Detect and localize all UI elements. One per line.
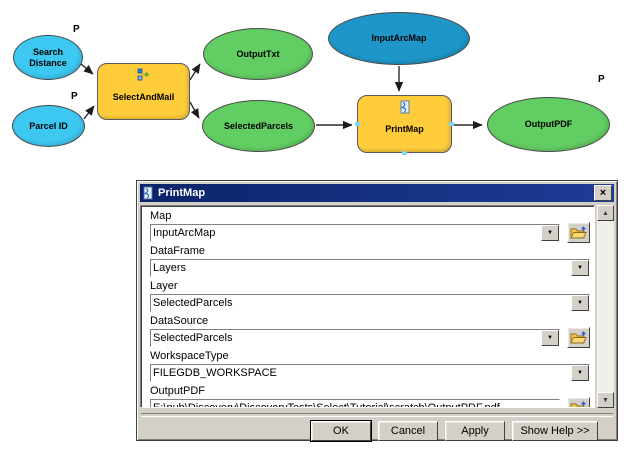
field-label: Layer <box>150 280 178 292</box>
node-label: OutputPDF <box>524 119 573 130</box>
datasource-combo-input[interactable] <box>151 329 541 346</box>
cancel-button[interactable]: Cancel <box>378 421 438 441</box>
field-label: DataFrame <box>150 245 206 257</box>
field-map: Map ▼ <box>150 210 590 243</box>
datasource-combobox[interactable]: ▼ <box>150 328 560 347</box>
node-label: OutputTxt <box>236 48 280 59</box>
field-label: Map <box>150 210 172 222</box>
connection-handle <box>402 151 407 155</box>
node-output-pdf[interactable]: OutputPDF <box>487 97 610 152</box>
dataframe-combobox[interactable]: ▼ <box>150 258 590 277</box>
workspacetype-combo-input[interactable] <box>151 364 571 381</box>
node-label: SelectedParcels <box>223 120 294 131</box>
node-label: Search Distance <box>29 47 67 68</box>
field-label: DataSource <box>150 315 209 327</box>
scroll-up-icon[interactable]: ▲ <box>597 205 614 221</box>
parameter-marker: P <box>598 74 605 85</box>
field-dataframe: DataFrame ▼ <box>150 245 590 277</box>
node-parcel-id[interactable]: Parcel ID <box>12 105 85 147</box>
node-label: PrintMap <box>385 124 424 135</box>
parameter-marker: P <box>71 91 78 102</box>
parameter-marker: P <box>73 24 80 35</box>
browse-folder-button[interactable] <box>567 397 590 407</box>
node-label: SelectAndMail <box>112 91 175 102</box>
map-combobox[interactable]: ▼ <box>150 223 560 242</box>
show-help-button[interactable]: Show Help >> <box>512 421 598 441</box>
browse-folder-button[interactable] <box>567 327 590 348</box>
divider <box>141 413 613 417</box>
browse-folder-button[interactable] <box>567 222 590 243</box>
folder-plus-icon <box>570 401 587 407</box>
node-search-distance[interactable]: Search Distance <box>13 35 83 80</box>
ok-button[interactable]: OK <box>311 421 371 441</box>
printmap-dialog: PrintMap × Map ▼ <box>136 180 618 441</box>
scroll-down-icon[interactable]: ▼ <box>597 392 614 408</box>
connection-handle <box>449 122 454 126</box>
layer-combo-input[interactable] <box>151 294 571 311</box>
connection-handle <box>355 122 360 126</box>
dialog-title: PrintMap <box>158 187 206 199</box>
scrollbar-track[interactable] <box>597 221 614 392</box>
field-datasource: DataSource ▼ <box>150 315 590 348</box>
node-print-map[interactable]: PrintMap <box>355 95 454 155</box>
field-label: OutputPDF <box>150 385 206 397</box>
node-select-and-mail[interactable]: SelectAndMail <box>97 63 190 120</box>
model-diagram: Search Distance Parcel ID SelectAndMail … <box>0 0 628 178</box>
vertical-scrollbar[interactable]: ▲ ▼ <box>597 205 614 408</box>
node-output-txt[interactable]: OutputTxt <box>203 28 313 80</box>
dialog-titlebar[interactable]: PrintMap × <box>140 184 614 202</box>
chevron-down-icon[interactable]: ▼ <box>571 364 589 381</box>
apply-button[interactable]: Apply <box>445 421 505 441</box>
workspacetype-combobox[interactable]: ▼ <box>150 363 590 382</box>
chevron-down-icon[interactable]: ▼ <box>541 329 559 346</box>
script-icon <box>142 186 154 200</box>
folder-plus-icon <box>570 226 587 238</box>
folder-plus-icon <box>570 331 587 343</box>
field-outputpdf: OutputPDF <box>150 385 590 407</box>
node-selected-parcels[interactable]: SelectedParcels <box>202 100 315 152</box>
dialog-buttons: OK Cancel Apply Show Help >> <box>140 421 614 441</box>
outputpdf-textbox[interactable] <box>150 398 560 407</box>
node-label: Parcel ID <box>29 120 68 131</box>
close-icon[interactable]: × <box>594 185 612 201</box>
field-label: WorkspaceType <box>150 350 229 362</box>
field-layer: Layer ▼ <box>150 280 590 312</box>
chevron-down-icon[interactable]: ▼ <box>571 259 589 276</box>
node-label: InputArcMap <box>371 33 427 44</box>
field-workspacetype: WorkspaceType ▼ <box>150 350 590 382</box>
layer-combobox[interactable]: ▼ <box>150 293 590 312</box>
chevron-down-icon[interactable]: ▼ <box>571 294 589 311</box>
parameters-panel: Map ▼ <box>140 205 595 408</box>
model-icon <box>137 68 151 81</box>
dataframe-combo-input[interactable] <box>151 259 571 276</box>
node-input-arc-map[interactable]: InputArcMap <box>328 12 470 65</box>
chevron-down-icon[interactable]: ▼ <box>541 224 559 241</box>
map-combo-input[interactable] <box>151 224 541 241</box>
outputpdf-input[interactable] <box>151 399 559 407</box>
script-icon <box>399 100 411 114</box>
